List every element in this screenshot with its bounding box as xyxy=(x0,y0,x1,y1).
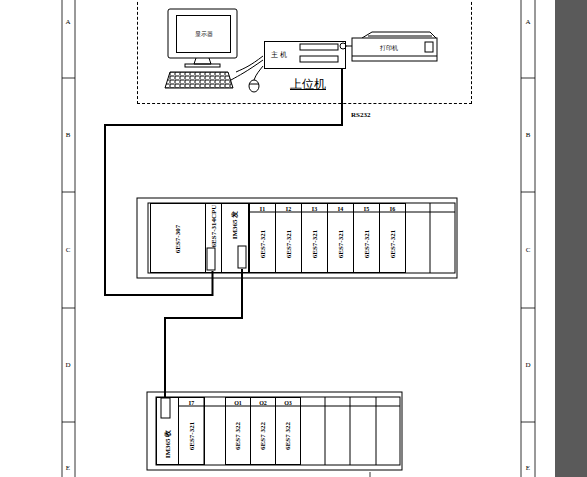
slot-number: O1 xyxy=(234,400,242,406)
device-box: 主 机 xyxy=(264,41,346,69)
slot-number: I2 xyxy=(286,206,291,212)
zone-letter: E xyxy=(66,465,70,472)
plc-module: I5 6ES7-321 xyxy=(353,203,380,273)
device-box: 打印机 xyxy=(357,41,423,56)
bus-cable xyxy=(105,69,342,295)
module-type: 6ES7-321 xyxy=(311,230,318,258)
slot-number: I1 xyxy=(260,206,265,212)
plc-module: 6ES7-314CPU xyxy=(205,203,222,273)
zone-letter: A xyxy=(525,19,530,26)
module-type: 6ES7-314CPU xyxy=(210,205,217,248)
slot-number: I4 xyxy=(338,206,343,212)
group-title: 上位机 xyxy=(290,78,326,90)
computer-group: 上位机 显示器主 机 打印机 xyxy=(137,0,472,104)
zone-letter: C xyxy=(526,247,531,254)
rack-frame xyxy=(137,198,457,278)
module-type: 6ES7-321 xyxy=(363,230,370,258)
slot-number: O3 xyxy=(284,400,292,406)
device-label: 显示器 xyxy=(195,31,213,37)
plc-module: O1 6ES7 322 xyxy=(225,397,251,465)
module-type: 6ES7 322 xyxy=(260,422,267,450)
plc-module: I3 6ES7-321 xyxy=(301,203,328,273)
printer-icon xyxy=(352,32,437,61)
zone-letter: C xyxy=(66,247,71,254)
plc-module: 6ES7-307 xyxy=(150,203,206,273)
module-type: 6ES7-307 xyxy=(175,225,182,253)
zone-letter: B xyxy=(66,132,71,139)
plc-module: I4 6ES7-321 xyxy=(327,203,354,273)
device-label: 打印机 xyxy=(380,45,398,51)
host-drive xyxy=(300,44,338,62)
zone-letter: B xyxy=(526,132,531,139)
plc-module: IM365 收 xyxy=(156,397,179,465)
module-type: 6ES7 322 xyxy=(285,422,292,450)
slot-number: I7 xyxy=(189,400,194,406)
zone-letter: D xyxy=(525,362,530,369)
module-type: IM365 发 xyxy=(232,211,239,240)
zone-letter: D xyxy=(65,362,70,369)
module-type: 6ES7-321 xyxy=(337,230,344,258)
module-type: 6ES7-321 xyxy=(259,230,266,258)
rack-frame xyxy=(147,392,402,470)
plc-module: I2 6ES7-321 xyxy=(275,203,302,273)
mouse-icon xyxy=(231,56,263,92)
slot-number: I5 xyxy=(364,206,369,212)
side-bar xyxy=(555,0,587,477)
printer-cable xyxy=(340,43,352,49)
edge-label: RS232 xyxy=(350,112,371,119)
zone-letter: A xyxy=(65,19,70,26)
plc-module: I6 6ES7-321 xyxy=(379,203,406,273)
plc-module: I1 6ES7-321 xyxy=(249,203,276,273)
slot-number: I3 xyxy=(312,206,317,212)
module-type: 6ES7-321 xyxy=(389,230,396,258)
bus-cable xyxy=(165,269,242,398)
plc-module: O3 6ES7 322 xyxy=(275,397,301,465)
keyboard-icon xyxy=(165,72,233,88)
sheet-border xyxy=(62,0,535,477)
device-box: 显示器 xyxy=(176,15,231,53)
module-type: 6ES7-321 xyxy=(285,230,292,258)
slot-number: O2 xyxy=(259,400,267,406)
device-label: 主 机 xyxy=(271,52,287,59)
monitor-icon xyxy=(168,9,237,67)
plc-module: IM365 发 xyxy=(221,203,249,273)
module-type: 6ES7-321 xyxy=(188,422,195,450)
plc-module: O2 6ES7 322 xyxy=(250,397,276,465)
module-type: 6ES7 322 xyxy=(235,422,242,450)
module-type: IM365 收 xyxy=(164,430,171,459)
zone-letter: E xyxy=(526,465,530,472)
slot-number: I6 xyxy=(390,206,395,212)
plc-module: I7 6ES7-321 xyxy=(178,397,205,465)
